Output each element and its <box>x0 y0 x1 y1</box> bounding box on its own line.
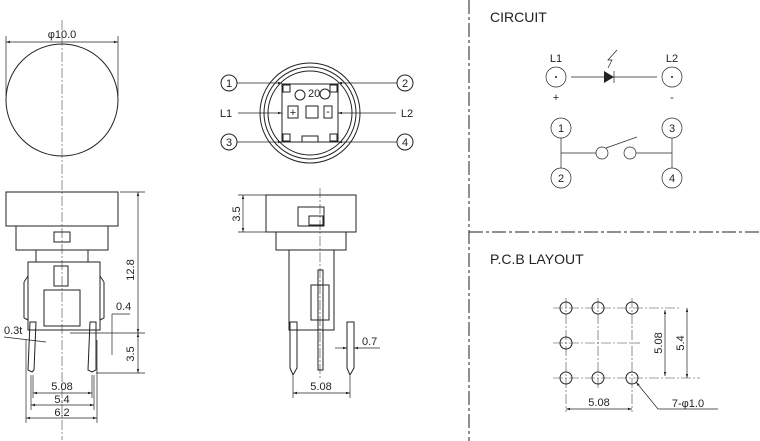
top-view: 20 + - 1 2 3 4 L1 L2 <box>220 62 414 164</box>
circuit-diagram: CIRCUIT L1 L2 + - 1 3 2 4 <box>490 9 683 189</box>
callout-2: 2 <box>402 78 408 90</box>
pcb-dim-5-4: 5.4 <box>675 335 687 350</box>
offset-label: 0.4 <box>116 301 131 313</box>
circuit-plus: + <box>553 92 559 104</box>
label-l1: L1 <box>220 108 232 120</box>
circuit-minus: - <box>670 92 674 104</box>
circuit-pin-4: 4 <box>669 173 675 185</box>
minus-mark: - <box>326 106 330 118</box>
diameter-label: φ10.0 <box>48 29 77 41</box>
pcb-holes <box>559 301 639 385</box>
width-5-08: 5.08 <box>51 381 72 393</box>
light-emission-icon <box>607 49 618 69</box>
pcb-layout: P.C.B LAYOUT 5.08 5.4 5.08 7-φ1.0 <box>490 251 718 412</box>
circuit-pin-3: 3 <box>669 123 675 135</box>
cap-height-label: 3.5 <box>231 206 243 221</box>
width-6-2: 6.2 <box>54 407 69 419</box>
callout-3: 3 <box>226 137 232 149</box>
led-diode-icon <box>604 71 614 83</box>
label-l2: L2 <box>401 108 413 120</box>
pcb-dim-5-08-v: 5.08 <box>653 332 665 353</box>
pcb-title: P.C.B LAYOUT <box>490 251 584 267</box>
pin-width-label: 0.7 <box>362 336 377 348</box>
callout-4: 4 <box>402 137 408 149</box>
height-label: 12.8 <box>125 259 137 280</box>
hole-label: 7-φ1.0 <box>672 398 704 410</box>
circuit-pin-1: 1 <box>558 123 564 135</box>
pin-pitch-label: 5.08 <box>310 381 331 393</box>
switch-lever <box>605 136 638 149</box>
circuit-pin-2: 2 <box>558 173 564 185</box>
circuit-title: CIRCUIT <box>490 9 547 25</box>
callout-1: 1 <box>226 78 232 90</box>
circuit-l1: L1 <box>550 53 562 65</box>
pcb-dim-5-08-h: 5.08 <box>588 397 609 409</box>
marking-20: 20 <box>308 88 320 100</box>
thickness-label: 0.3t <box>4 325 22 337</box>
side-view-left: 12.8 3.5 0.4 0.3t 5.08 5.4 6.2 <box>3 191 145 423</box>
pin-length-label: 3.5 <box>125 346 137 361</box>
side-view-right: 3.5 0.7 5.08 <box>231 188 380 398</box>
front-view: φ10.0 <box>5 20 119 440</box>
plus-mark: + <box>290 107 296 119</box>
width-5-4: 5.4 <box>54 394 69 406</box>
circuit-l2: L2 <box>666 53 678 65</box>
